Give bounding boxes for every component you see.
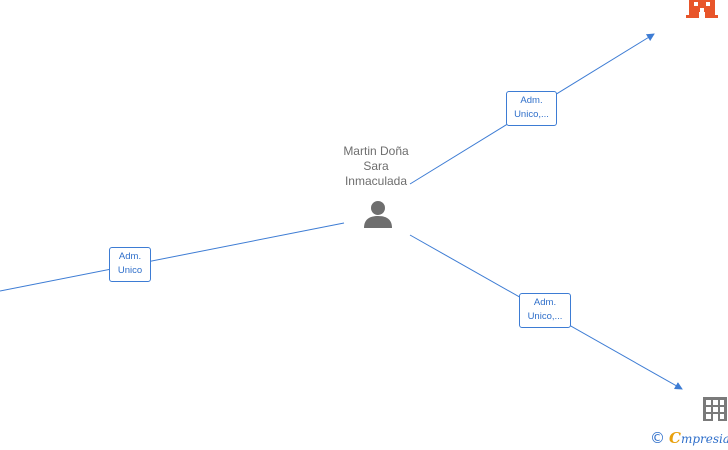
- brand-logo-initial: C: [669, 429, 681, 447]
- edge-label-bottom-right-line-1: Adm.: [533, 297, 557, 308]
- edge-label-left[interactable]: Adm. Unico: [109, 247, 151, 282]
- edge-label-top-right[interactable]: Adm. Unico,...: [506, 91, 557, 126]
- footer-watermark: © Cmpresia: [650, 428, 728, 448]
- edge-label-left-line-1: Adm.: [118, 251, 142, 262]
- person-icon[interactable]: [362, 198, 394, 230]
- brand-logo-rest: mpresia: [680, 432, 728, 446]
- person-name-line-3: Inmaculada: [344, 174, 408, 188]
- person-name[interactable]: Martin Doña Sara Inmaculada: [326, 144, 426, 189]
- person-name-line-1: Martin Doña: [343, 144, 409, 158]
- edge-label-left-line-2: Unico: [117, 265, 143, 276]
- building-icon[interactable]: [703, 397, 727, 421]
- edge-label-bottom-right-line-2: Unico,...: [527, 311, 563, 322]
- edge-label-top-right-line-1: Adm.: [520, 95, 543, 106]
- edge-label-top-right-line-2: Unico,...: [514, 109, 549, 120]
- brand-logo[interactable]: Cmpresia: [669, 429, 728, 447]
- building-icon[interactable]: [686, 0, 718, 18]
- edge-line-left: [0, 222, 345, 292]
- person-name-line-2: Sara: [363, 159, 389, 173]
- copyright-symbol: ©: [650, 429, 665, 447]
- edge-label-bottom-right[interactable]: Adm. Unico,...: [519, 293, 571, 328]
